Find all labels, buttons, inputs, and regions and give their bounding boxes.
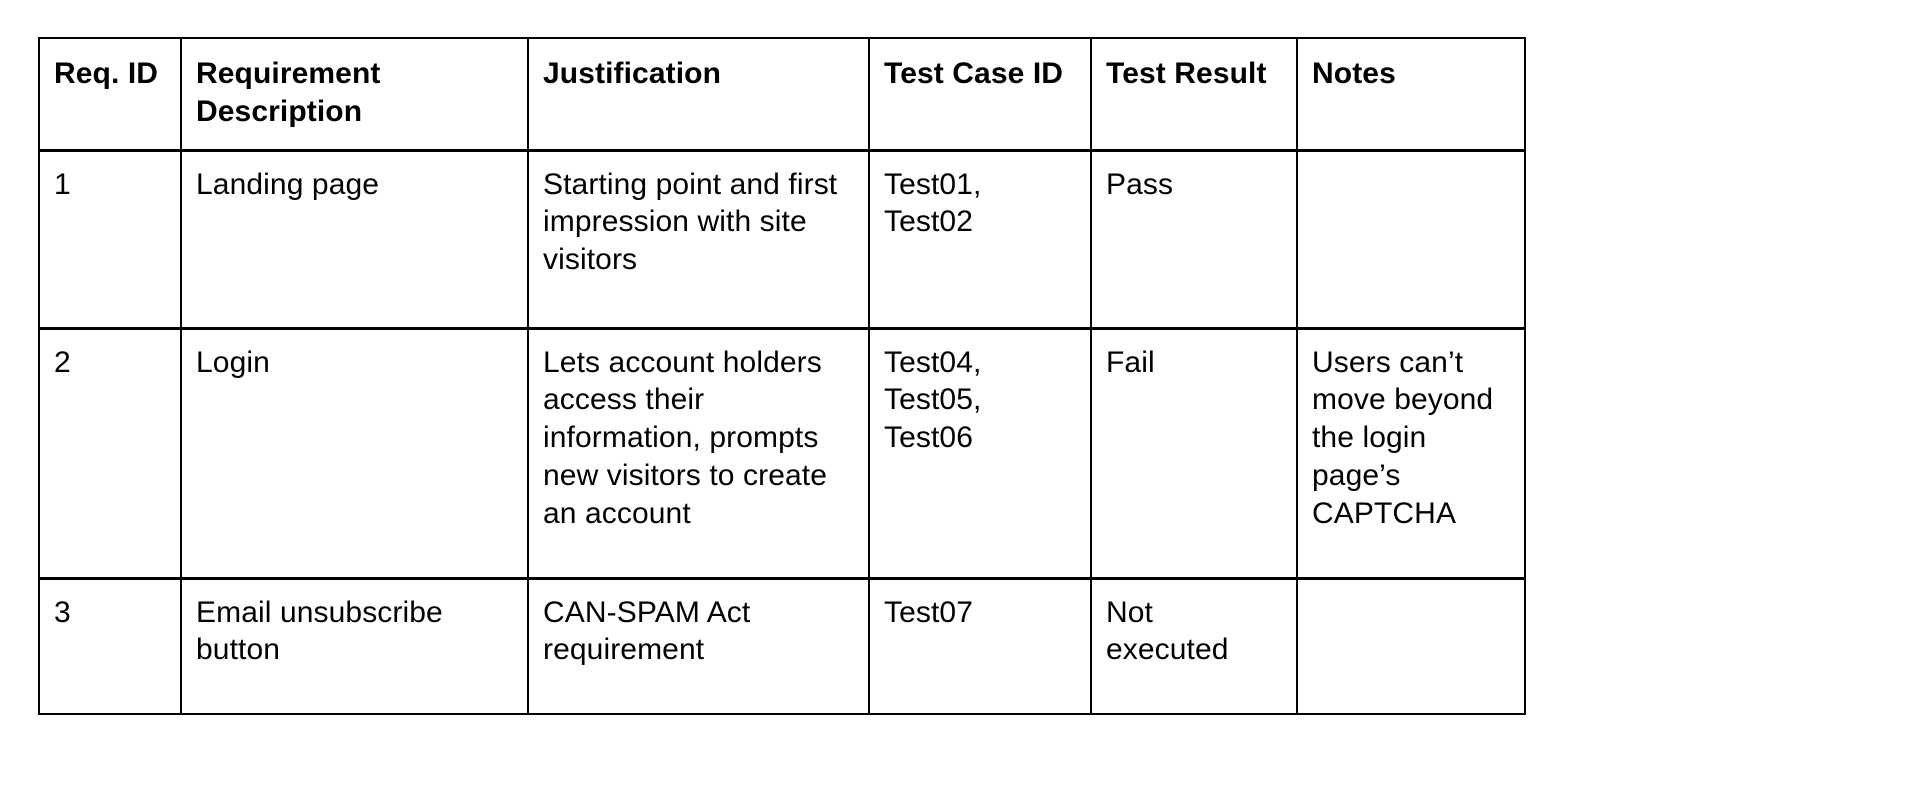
column-header-req-id: Req. ID [38, 36, 182, 152]
cell-description: Email unsubscribe button [180, 576, 529, 715]
table-row: 2 Login Lets account holders access thei… [38, 326, 1526, 580]
cell-test-case-id: Test04, Test05, Test06 [868, 326, 1092, 580]
column-header-notes: Notes [1296, 36, 1526, 152]
column-header-justification: Justification [527, 36, 870, 152]
cell-test-case-id: Test07 [868, 576, 1092, 715]
cell-notes: Users can’t move beyond the login page’s… [1296, 326, 1526, 580]
cell-test-result: Pass [1090, 148, 1298, 330]
column-header-test-case-id: Test Case ID [868, 36, 1092, 152]
cell-justification: Starting point and first impression with… [527, 148, 870, 330]
table-row: 3 Email unsubscribe button CAN-SPAM Act … [38, 576, 1526, 715]
cell-req-id: 3 [38, 576, 182, 715]
cell-test-result: Fail [1090, 326, 1298, 580]
cell-req-id: 1 [38, 148, 182, 330]
cell-test-result: Not executed [1090, 576, 1298, 715]
cell-justification: Lets account holders access their inform… [527, 326, 870, 580]
table-row: 1 Landing page Starting point and first … [38, 148, 1526, 330]
cell-notes [1296, 148, 1526, 330]
table-header-row: Req. ID Requirement Description Justific… [38, 36, 1526, 152]
cell-notes [1296, 576, 1526, 715]
table-header: Req. ID Requirement Description Justific… [38, 36, 1526, 152]
cell-req-id: 2 [38, 326, 182, 580]
cell-justification: CAN-SPAM Act requirement [527, 576, 870, 715]
cell-description: Login [180, 326, 529, 580]
column-header-description: Requirement Description [180, 36, 529, 152]
table-body: 1 Landing page Starting point and first … [38, 148, 1526, 715]
cell-description: Landing page [180, 148, 529, 330]
table-container: Req. ID Requirement Description Justific… [38, 36, 1526, 715]
requirements-traceability-table: Req. ID Requirement Description Justific… [38, 36, 1526, 715]
column-header-test-result: Test Result [1090, 36, 1298, 152]
cell-test-case-id: Test01, Test02 [868, 148, 1092, 330]
